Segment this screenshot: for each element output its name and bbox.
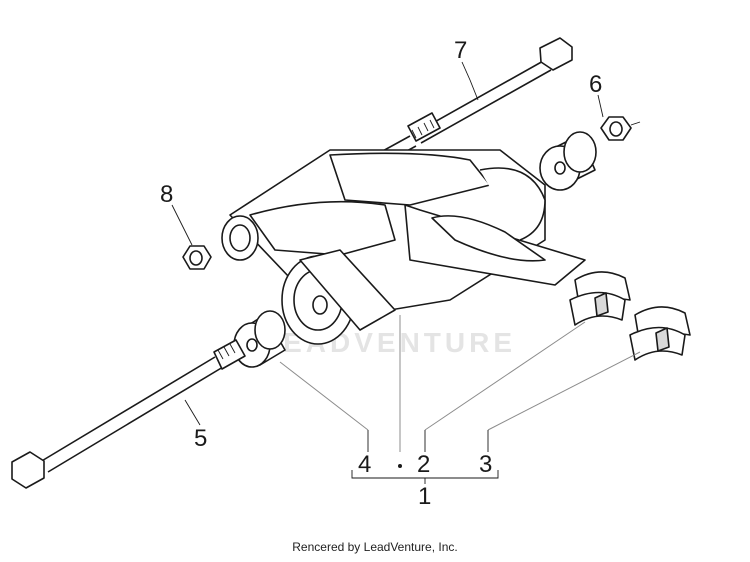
part-2-bushing [569, 271, 631, 326]
callout-4: 4 [358, 451, 371, 478]
part-3-bushing [629, 306, 691, 361]
callout-2: 2 [417, 451, 430, 478]
callout-labels: 7 6 8 5 4 2 3 1 [160, 37, 602, 510]
part-6-nut [600, 116, 641, 141]
callout-6: 6 [589, 71, 602, 98]
footer-credit: Rencered by LeadVenture, Inc. [292, 540, 458, 554]
callout-8: 8 [160, 181, 173, 208]
upper-spacer [539, 131, 597, 191]
callout-5: 5 [194, 425, 207, 452]
leader-lines [171, 61, 641, 484]
part-5-bolt [11, 339, 246, 489]
callout-7: 7 [454, 37, 467, 64]
callout-1: 1 [418, 483, 431, 510]
swing-arm-body [221, 149, 586, 345]
part-8-nut [182, 245, 212, 270]
callout-3: 3 [479, 451, 492, 478]
